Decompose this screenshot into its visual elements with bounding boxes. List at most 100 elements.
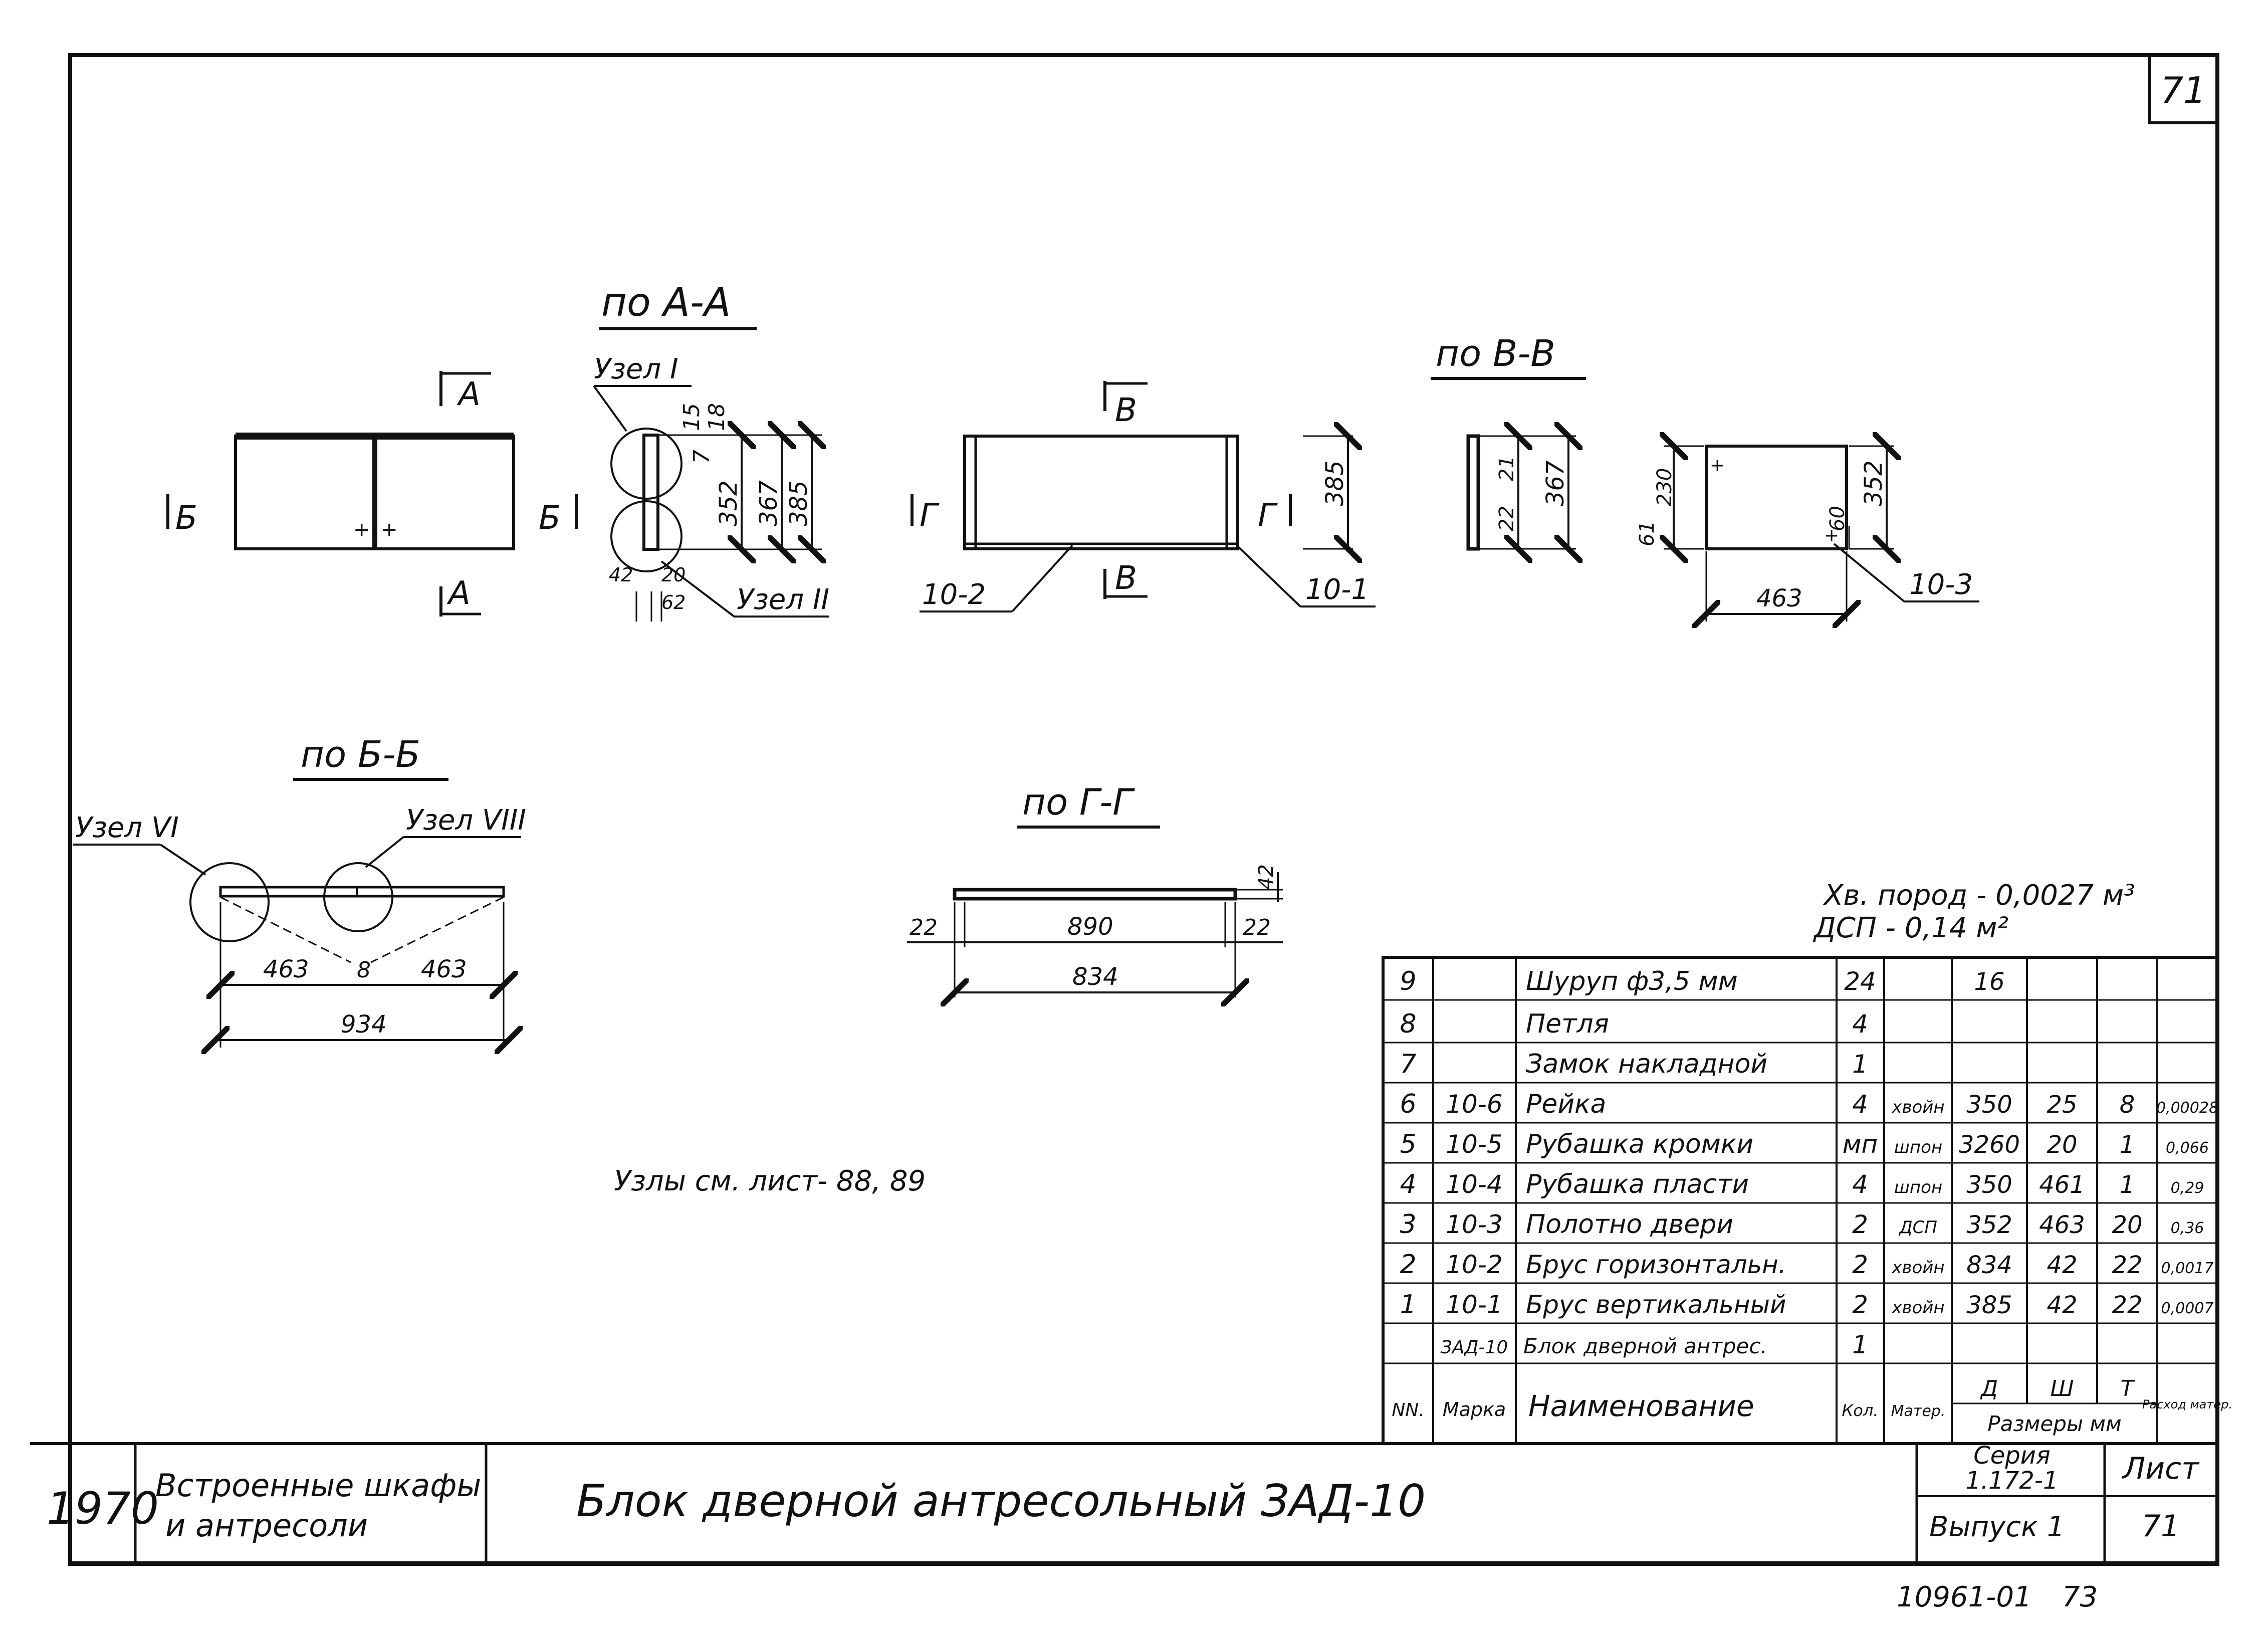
svg-text:Рубашка кромки: Рубашка кромки bbox=[1526, 1129, 1753, 1159]
svg-text:461: 461 bbox=[2039, 1171, 2085, 1199]
year: 1970 bbox=[47, 1483, 159, 1534]
svg-text:Петля: Петля bbox=[1526, 1009, 1609, 1039]
section-mark-g-right: Г bbox=[1258, 497, 1278, 534]
label-10-1: 10-1 bbox=[1305, 573, 1369, 606]
svg-text:2: 2 bbox=[1852, 1210, 1868, 1239]
svg-text:+: + bbox=[1710, 455, 1725, 476]
svg-text:0,29: 0,29 bbox=[2171, 1179, 2204, 1197]
svg-text:3260: 3260 bbox=[1959, 1131, 2020, 1159]
svg-text:Блок дверной антрес.: Блок дверной антрес. bbox=[1523, 1334, 1767, 1358]
svg-text:+: + bbox=[353, 518, 370, 541]
svg-text:Матер.: Матер. bbox=[1891, 1402, 1946, 1420]
svg-text:Шуруп ф3,5 мм: Шуруп ф3,5 мм bbox=[1526, 966, 1738, 996]
svg-text:10-4: 10-4 bbox=[1446, 1170, 1502, 1199]
dim-aa-20: 20 bbox=[661, 564, 686, 586]
dim-aa-62: 62 bbox=[661, 591, 686, 614]
dim-gg-42: 42 bbox=[1255, 864, 1278, 890]
svg-text:2: 2 bbox=[1852, 1250, 1868, 1279]
materials-dsp: ДСП - 0,14 м² bbox=[1812, 912, 2008, 944]
dim-vv-21: 21 bbox=[1495, 456, 1518, 481]
section-aa-title: по А-А bbox=[601, 280, 731, 325]
svg-text:4: 4 bbox=[1852, 1009, 1868, 1039]
svg-text:Ш: Ш bbox=[2050, 1376, 2074, 1401]
svg-text:350: 350 bbox=[1966, 1171, 2012, 1199]
svg-text:4: 4 bbox=[1852, 1170, 1868, 1199]
svg-text:10-1: 10-1 bbox=[1446, 1290, 1502, 1319]
dim-bb-934: 934 bbox=[341, 1010, 387, 1039]
svg-text:9: 9 bbox=[1400, 966, 1416, 996]
section-mark-g-left: Г bbox=[920, 497, 940, 534]
svg-text:хвойн: хвойн bbox=[1891, 1298, 1944, 1318]
svg-text:8: 8 bbox=[2120, 1091, 2135, 1119]
category-line-2: и антресоли bbox=[165, 1507, 368, 1544]
spec-row-7: 3 10-3 Полотно двери 2 ДСП 352 463 20 0,… bbox=[1400, 1209, 2204, 1240]
spec-row-3: 7 Замок накладной 1 bbox=[1400, 1049, 1868, 1079]
nodes-note: Узлы см. лист- 88, 89 bbox=[614, 1165, 926, 1197]
svg-text:1: 1 bbox=[2120, 1131, 2135, 1159]
section-bb-title: по Б-Б bbox=[301, 733, 420, 775]
spec-row-2: 8 Петля 4 bbox=[1400, 1009, 1868, 1039]
svg-text:Наименование: Наименование bbox=[1528, 1389, 1754, 1423]
svg-text:352: 352 bbox=[1966, 1211, 2012, 1239]
section-bb: по Б-Б Узел VI Узел VIII 463 8 463 934 bbox=[73, 733, 526, 1048]
dim-bb-8: 8 bbox=[357, 957, 371, 983]
svg-text:0,00028: 0,00028 bbox=[2156, 1099, 2218, 1117]
dim-panel-60: 60 bbox=[1826, 506, 1849, 531]
dim-panel-352: 352 bbox=[1860, 460, 1888, 506]
dim-aa-42: 42 bbox=[609, 564, 633, 586]
node-8-label: Узел VIII bbox=[406, 804, 526, 837]
svg-text:2: 2 bbox=[1852, 1290, 1868, 1319]
spec-row-4: 6 10-6 Рейка 4 хвойн 350 25 8 0,00028 bbox=[1400, 1089, 2218, 1119]
svg-text:Д: Д bbox=[1980, 1376, 1998, 1401]
svg-text:+: + bbox=[1824, 525, 1839, 546]
spec-table: 9 Шуруп ф3,5 мм 24 16 8 Петля 4 7 Замок … bbox=[1382, 956, 2232, 1445]
svg-text:Замок накладной: Замок накладной bbox=[1526, 1049, 1767, 1079]
title-block: 1970 Встроенные шкафы и антресоли Блок д… bbox=[30, 1442, 2217, 1564]
label-10-3: 10-3 bbox=[1909, 568, 1973, 601]
panel-view: + + 61 230 352 60 463 10-3 bbox=[1636, 446, 1979, 622]
svg-text:NN.: NN. bbox=[1392, 1400, 1424, 1420]
label-10-2: 10-2 bbox=[922, 578, 986, 611]
svg-text:8: 8 bbox=[1400, 1009, 1416, 1039]
dim-aa-18: 18 bbox=[704, 403, 730, 431]
page-title: Блок дверной антресольный ЗАД-10 bbox=[576, 1475, 1426, 1527]
svg-text:мп: мп bbox=[1843, 1130, 1878, 1159]
materials-wood: Хв. пород - 0,0027 м³ bbox=[1823, 879, 2135, 912]
svg-text:20: 20 bbox=[2047, 1131, 2077, 1159]
svg-text:42: 42 bbox=[2047, 1291, 2077, 1319]
svg-text:463: 463 bbox=[2039, 1211, 2085, 1239]
dim-aa-15: 15 bbox=[679, 403, 705, 431]
section-aa: по А-А Узел I Узел II 15 18 7 352 367 38… bbox=[593, 280, 829, 622]
dim-bb-463b: 463 bbox=[421, 955, 467, 983]
svg-text:0,066: 0,066 bbox=[2166, 1139, 2209, 1157]
svg-text:10-6: 10-6 bbox=[1446, 1090, 1502, 1119]
section-mark-a-bottom: А bbox=[446, 575, 471, 612]
page-number: 73 bbox=[2062, 1581, 2098, 1613]
dim-vv-22: 22 bbox=[1495, 506, 1518, 531]
spec-row-8: 2 10-2 Брус горизонтальн. 2 хвойн 834 42… bbox=[1400, 1250, 2213, 1280]
svg-text:шпон: шпон bbox=[1894, 1177, 1942, 1197]
svg-text:4: 4 bbox=[1852, 1090, 1868, 1119]
svg-text:10-2: 10-2 bbox=[1446, 1250, 1502, 1279]
svg-text:хвойн: хвойн bbox=[1891, 1097, 1944, 1117]
node-1-label: Узел I bbox=[594, 353, 678, 385]
section-mark-b-left: Б bbox=[175, 500, 197, 537]
spec-row-1: 9 Шуруп ф3,5 мм 24 16 bbox=[1400, 966, 2004, 996]
svg-text:Расход матер.: Расход матер. bbox=[2142, 1397, 2232, 1411]
section-mark-a-top: А bbox=[457, 376, 481, 413]
svg-text:25: 25 bbox=[2047, 1091, 2077, 1119]
svg-text:16: 16 bbox=[1974, 968, 2004, 996]
svg-text:3: 3 bbox=[1400, 1209, 1416, 1240]
sheet-label: Лист bbox=[2122, 1451, 2200, 1486]
svg-text:10-5: 10-5 bbox=[1446, 1130, 1502, 1159]
dim-panel-463: 463 bbox=[1756, 584, 1802, 613]
dim-gg-22b: 22 bbox=[1243, 915, 1271, 940]
svg-text:хвойн: хвойн bbox=[1891, 1258, 1944, 1278]
section-mark-v-top: В bbox=[1115, 392, 1137, 429]
dim-panel-230: 230 bbox=[1653, 468, 1676, 506]
section-mark-b-right: Б bbox=[539, 500, 561, 537]
dim-aa-352: 352 bbox=[715, 480, 743, 526]
spec-row-9: 1 10-1 Брус вертикальный 2 хвойн 385 42 … bbox=[1400, 1290, 2213, 1320]
dim-gg-890: 890 bbox=[1067, 913, 1113, 941]
svg-text:6: 6 bbox=[1400, 1089, 1416, 1119]
